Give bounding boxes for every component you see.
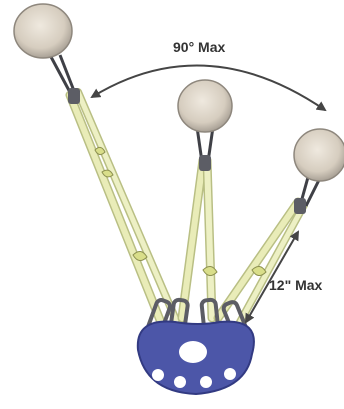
sling-left: [70, 92, 176, 320]
anchor-bolt-center-icon: [178, 80, 232, 171]
extension-limit-label: 12" Max: [269, 277, 323, 293]
rigging-plate-icon: [138, 322, 254, 394]
angle-limit-label: 90° Max: [173, 39, 226, 55]
anchor-bolt-right-icon: [294, 129, 344, 214]
anchor-bolt-left-icon: [14, 4, 80, 104]
sling-center: [182, 160, 217, 318]
